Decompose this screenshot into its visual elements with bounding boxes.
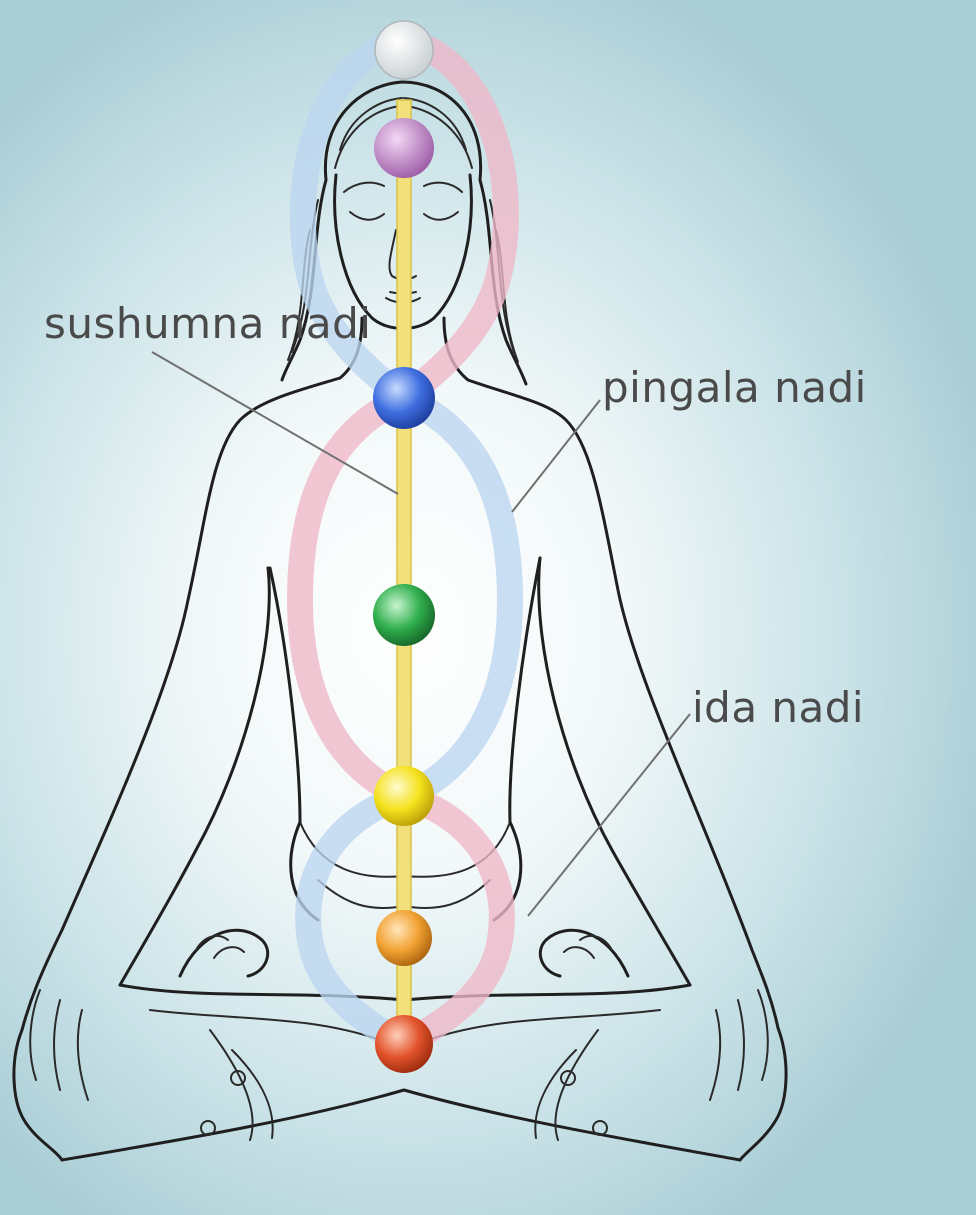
third-eye-chakra [374, 118, 434, 178]
ida-pointer [528, 714, 690, 916]
sacral-chakra [376, 910, 432, 966]
ida-label: ida nadi [692, 683, 864, 732]
pingala-label: pingala nadi [602, 363, 867, 412]
sushumna-label: sushumna nadi [44, 299, 371, 348]
throat-chakra [373, 367, 435, 429]
crown-chakra [375, 21, 433, 79]
solar-plexus-chakra [374, 766, 434, 826]
heart-chakra [373, 584, 435, 646]
root-chakra [375, 1015, 433, 1073]
sushumna-channel [397, 100, 411, 1048]
